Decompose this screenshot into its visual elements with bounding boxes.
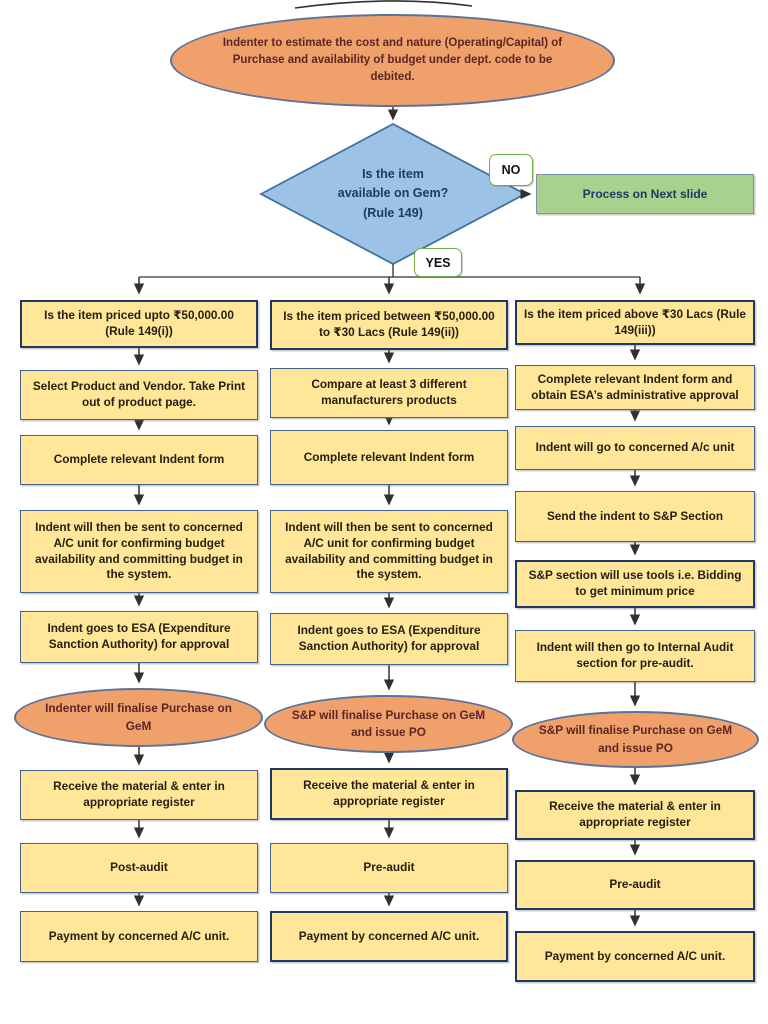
- node-text: Indent will then go to Internal Audit se…: [536, 640, 734, 670]
- start-ellipse: Indenter to estimate the cost and nature…: [170, 14, 615, 107]
- no-label-tag: NO: [489, 154, 533, 186]
- col1-step-payment: Payment by concerned A/C unit.: [20, 911, 258, 962]
- col2-step-receive-material: Receive the material & enter in appropri…: [270, 768, 508, 820]
- col3-step-receive-material: Receive the material & enter in appropri…: [515, 790, 755, 840]
- node-text: Complete relevant Indent form: [303, 449, 475, 464]
- col1-step-select-product: Select Product and Vendor. Take Print ou…: [20, 370, 258, 420]
- yes-label-tag: YES: [414, 248, 462, 277]
- yes-label: YES: [425, 255, 451, 270]
- col2-step-pre-audit: Pre-audit: [270, 843, 508, 893]
- col2-ellipse-sp-finalise: S&P will finalise Purchase on GeM and is…: [264, 695, 513, 753]
- col3-step-complete-indent-esa: Complete relevant Indent form and obtain…: [515, 365, 755, 410]
- node-text: Compare at least 3 different manufacture…: [311, 377, 467, 407]
- col3-step-send-to-sp-section: Send the indent to S&P Section: [515, 491, 755, 542]
- col2-step-priced-between: Is the item priced between ₹50,000.00 to…: [270, 300, 508, 350]
- col1-step-post-audit: Post-audit: [20, 843, 258, 893]
- process-next-slide-text: Process on Next slide: [582, 187, 708, 201]
- col1-step-sent-to-ac-unit: Indent will then be sent to concerned A/…: [20, 510, 258, 593]
- node-text: Pre-audit: [609, 877, 661, 892]
- start-ellipse-text: Indenter to estimate the cost and nature…: [222, 37, 563, 83]
- node-text: Is the item priced above ₹30 Lacs (Rule …: [524, 306, 746, 337]
- node-text: Indent will go to concerned A/c unit: [535, 440, 735, 455]
- col3-step-internal-audit: Indent will then go to Internal Audit se…: [515, 630, 755, 682]
- node-text: S&P section will use tools i.e. Bidding …: [528, 568, 742, 598]
- col2-step-complete-indent-form: Complete relevant Indent form: [270, 430, 508, 485]
- node-text: S&P will finalise Purchase on GeM and is…: [291, 707, 486, 739]
- node-text: Indenter will finalise Purchase on GeM: [45, 701, 232, 733]
- node-text: Payment by concerned A/C unit.: [298, 928, 480, 943]
- col2-step-sent-to-ac-unit: Indent will then be sent to concerned A/…: [270, 510, 508, 593]
- col2-step-compare-3-manufacturers: Compare at least 3 different manufacture…: [270, 368, 508, 418]
- col2-step-esa-approval: Indent goes to ESA (Expenditure Sanction…: [270, 613, 508, 665]
- node-text: Complete relevant Indent form: [53, 452, 225, 467]
- node-text: Payment by concerned A/C unit.: [544, 948, 726, 963]
- node-text: Indent goes to ESA (Expenditure Sanction…: [297, 623, 481, 653]
- node-text: Receive the material & enter in appropri…: [549, 799, 721, 829]
- col3-ellipse-sp-finalise: S&P will finalise Purchase on GeM and is…: [512, 711, 759, 768]
- col1-ellipse-indenter-finalise: Indenter will finalise Purchase on GeM: [14, 688, 263, 747]
- node-text: Complete relevant Indent form and obtain…: [531, 371, 739, 402]
- col1-step-receive-material: Receive the material & enter in appropri…: [20, 770, 258, 820]
- node-text: Select Product and Vendor. Take Print ou…: [32, 379, 246, 409]
- process-next-slide-box: Process on Next slide: [536, 174, 754, 214]
- node-text: Pre-audit: [363, 860, 415, 875]
- col1-step-priced-upto-50k: Is the item priced upto ₹50,000.00 (Rule…: [20, 300, 258, 348]
- node-text: Is the item priced upto ₹50,000.00 (Rule…: [44, 308, 234, 338]
- node-text: Is the item priced between ₹50,000.00 to…: [283, 309, 495, 339]
- col1-step-complete-indent-form: Complete relevant Indent form: [20, 435, 258, 485]
- node-text: Indent will then be sent to concerned A/…: [285, 520, 493, 582]
- decision-text: Is the item available on Gem? (Rule 149): [337, 166, 449, 220]
- no-label: NO: [501, 163, 521, 177]
- node-text: Indent goes to ESA (Expenditure Sanction…: [47, 621, 231, 651]
- col3-step-pre-audit: Pre-audit: [515, 860, 755, 910]
- node-text: Receive the material & enter in appropri…: [53, 779, 225, 809]
- col3-step-payment: Payment by concerned A/C unit.: [515, 931, 755, 982]
- node-text: Payment by concerned A/C unit.: [48, 928, 230, 943]
- col2-step-payment: Payment by concerned A/C unit.: [270, 911, 508, 962]
- col3-step-indent-to-ac-unit: Indent will go to concerned A/c unit: [515, 426, 755, 470]
- col3-step-priced-above-30lacs: Is the item priced above ₹30 Lacs (Rule …: [515, 300, 755, 345]
- node-text: Post-audit: [110, 860, 168, 875]
- node-text: Send the indent to S&P Section: [546, 508, 724, 523]
- decision-diamond: Is the item available on Gem? (Rule 149): [261, 124, 525, 264]
- col3-step-bidding-minimum-price: S&P section will use tools i.e. Bidding …: [515, 560, 755, 608]
- node-text: Receive the material & enter in appropri…: [303, 778, 475, 808]
- node-text: S&P will finalise Purchase on GeM and is…: [538, 723, 733, 755]
- node-text: Indent will then be sent to concerned A/…: [35, 520, 243, 582]
- col1-step-esa-approval: Indent goes to ESA (Expenditure Sanction…: [20, 611, 258, 663]
